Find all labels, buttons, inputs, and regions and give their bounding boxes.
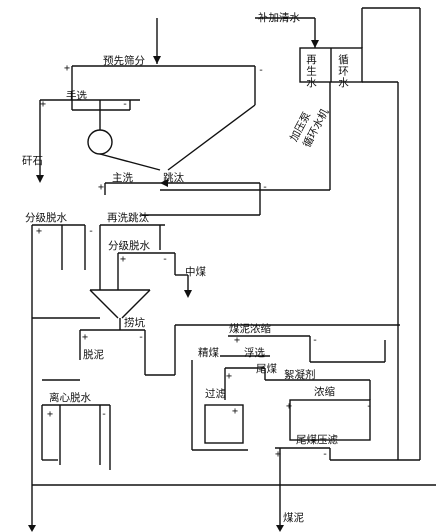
plus-flotation: + — [226, 371, 233, 382]
tail-thickener — [289, 399, 371, 441]
flotation-label: 浮选 — [244, 347, 265, 359]
tail-press-label: 尾煤压滤 — [296, 434, 338, 446]
minus-centrifuge: - — [101, 409, 108, 420]
gangue-label: 矸石 — [22, 155, 43, 167]
plus-filter: + — [232, 406, 239, 417]
desliming-label: 脱泥 — [83, 349, 104, 361]
pre-screen-label: 预先筛分 — [103, 55, 145, 67]
circ-water-label: 循环水 — [337, 54, 349, 89]
minus-classify-2: - — [162, 254, 169, 265]
minus-hand-pick: - — [122, 99, 129, 110]
classify-dewater-1-label: 分级脱水 — [25, 212, 67, 224]
classify-dewater-2-label: 分级脱水 — [108, 240, 150, 252]
minus-pre-screen: - — [258, 65, 265, 76]
crusher — [87, 129, 113, 155]
makeup-water-label: 补加清水 — [258, 12, 300, 24]
arrow-feed — [153, 56, 161, 64]
plus-classify-1: + — [36, 226, 43, 237]
slime-label: 煤泥 — [283, 512, 304, 524]
flocculant-label: 絮凝剂 — [284, 369, 316, 381]
plus-tail-press: + — [275, 449, 282, 460]
minus-tail-press: - — [322, 449, 329, 460]
fine-coal-label: 精煤 — [198, 347, 219, 359]
arrow-gangue — [36, 175, 44, 183]
minus-thickener: - — [312, 335, 319, 346]
middlings-label: 中煤 — [185, 266, 206, 278]
hand-pick-label: 手选 — [66, 90, 87, 102]
plus-main-jig: + — [98, 182, 105, 193]
rewash-jig-label: 再洗跳汰 — [107, 212, 149, 224]
plus-hand-pick: + — [40, 99, 47, 110]
bucket-pit-label: 捞坑 — [124, 317, 145, 329]
tail-coal-label: 尾煤 — [256, 363, 277, 375]
plus-classify-2: + — [120, 254, 127, 265]
main-wash-label: 主洗 — [112, 172, 133, 184]
arrow-slime — [276, 525, 284, 532]
thicken-label: 浓缩 — [314, 386, 335, 398]
minus-main-jig: - — [262, 182, 269, 193]
arrow-clean-coal — [28, 525, 36, 532]
minus-desliming: - — [138, 332, 145, 343]
plus-centrifuge: + — [47, 409, 54, 420]
vacuum-filter — [204, 404, 244, 444]
vacuum-filter-label: 过滤 — [205, 388, 226, 400]
plus-thickener: + — [234, 335, 241, 346]
arrow-makeup — [311, 40, 319, 48]
minus-thicken: - — [366, 401, 373, 412]
minus-classify-1: - — [88, 226, 95, 237]
arrow-return — [160, 179, 168, 187]
plus-pre-screen: + — [64, 63, 71, 74]
plus-thicken: + — [286, 401, 293, 412]
jig-label: 跳汰 — [163, 172, 184, 184]
plus-desliming: + — [82, 332, 89, 343]
arrow-middlings — [184, 290, 192, 298]
centrifuge-label: 离心脱水 — [49, 392, 91, 404]
slime-thicken-label: 煤泥浓缩 — [229, 323, 271, 335]
recycled-water-label: 再生水 — [305, 54, 317, 89]
